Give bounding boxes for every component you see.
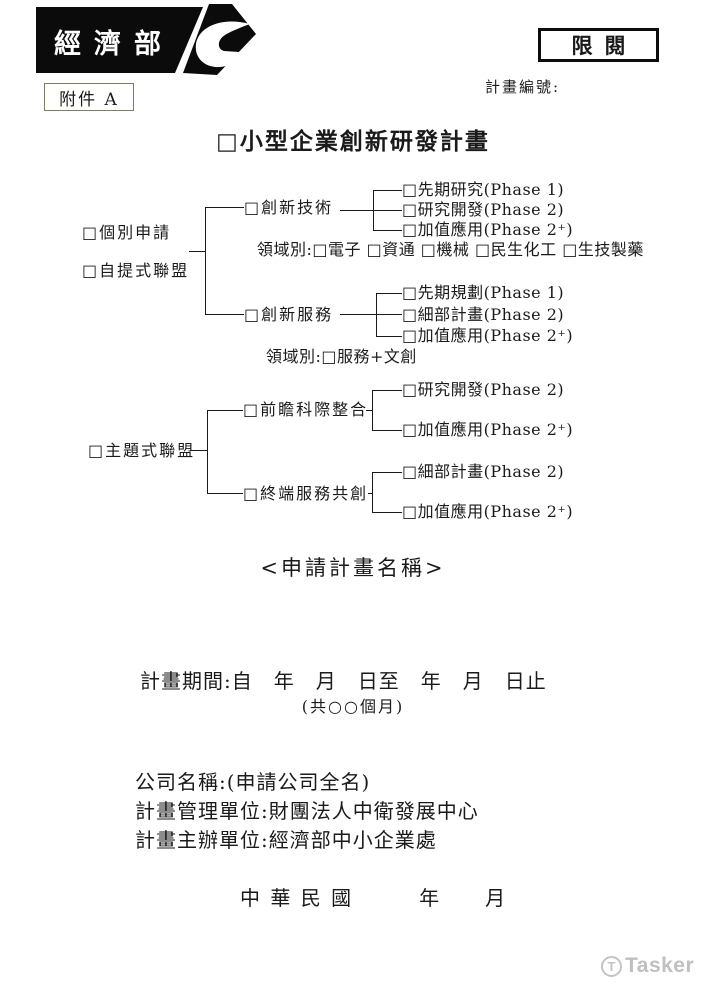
connector-line (372, 472, 373, 513)
connector-line (372, 390, 373, 431)
attachment-a-badge: 附件 A (44, 83, 134, 111)
connector-line (372, 512, 402, 513)
logo-arrow-icon (195, 21, 250, 68)
option-service-phase2[interactable]: □細部計畫(Phase 2) (402, 305, 565, 324)
management-unit-line: 計畫管理單位:財團法人中衛發展中心 (135, 799, 479, 823)
document-title-checkbox[interactable]: □小型企業創新研發計畫 (216, 128, 490, 155)
roc-date-line: 中 華 民 國 年 月 (240, 886, 508, 910)
connector-line (207, 410, 208, 494)
connector-line (373, 190, 374, 231)
connector-line (373, 230, 402, 231)
logo-text: 經濟部 (54, 28, 174, 60)
option-frontier-phase2[interactable]: □研究開發(Phase 2) (402, 380, 565, 399)
option-frontier-phase2plus[interactable]: □加值應用(Phase 2⁺) (402, 420, 574, 439)
option-tech-phase2[interactable]: □研究開發(Phase 2) (402, 200, 565, 219)
connector-line (376, 293, 402, 294)
option-terminal-service-cocreation[interactable]: □終端服務共創 (243, 484, 369, 503)
option-frontier-integration[interactable]: □前瞻科際整合 (243, 400, 369, 419)
option-self-proposed-alliance[interactable]: □自提式聯盟 (82, 261, 190, 280)
option-innovative-technology[interactable]: □創新技術 (244, 198, 334, 217)
restricted-stamp: 限閱 (538, 28, 659, 62)
option-service-phase1[interactable]: □先期規劃(Phase 1) (402, 283, 565, 302)
tasker-watermark: T Tasker (601, 954, 694, 978)
connector-line (372, 430, 402, 431)
connector-line (205, 207, 244, 208)
connector-line (372, 472, 402, 473)
option-terminal-phase2plus[interactable]: □加值應用(Phase 2⁺) (402, 502, 574, 521)
company-name-line: 公司名稱:(申請公司全名) (135, 770, 371, 794)
tech-domain-checkboxes[interactable]: 領域別:□電子 □資通 □機械 □民生化工 □生技製藥 (257, 240, 644, 259)
connector-line (205, 314, 244, 315)
connector-line (340, 210, 402, 211)
option-thematic-alliance[interactable]: □主題式聯盟 (88, 441, 196, 460)
plan-number-label: 計畫編號: (485, 78, 561, 96)
plan-period-line: 計畫期間:自 年 月 日至 年 月 日止 (140, 669, 547, 693)
option-innovative-service[interactable]: □創新服務 (244, 305, 334, 324)
connector-line (190, 450, 208, 451)
company-info-block: 公司名稱:(申請公司全名) 計畫管理單位:財團法人中衛發展中心 計畫主辦單位:經… (135, 768, 479, 855)
organizer-unit-line: 計畫主辦單位:經濟部中小企業處 (135, 828, 437, 852)
connector-line (189, 251, 206, 252)
connector-line (376, 336, 402, 337)
tasker-logo-icon: T (601, 955, 622, 977)
option-tech-phase2plus[interactable]: □加值應用(Phase 2⁺) (402, 220, 574, 239)
connector-line (207, 410, 243, 411)
connector-line (376, 293, 377, 337)
connector-line (207, 493, 243, 494)
connector-line (368, 493, 373, 494)
watermark-text: Tasker (625, 954, 695, 977)
option-service-phase2plus[interactable]: □加值應用(Phase 2⁺) (402, 326, 574, 345)
option-individual-application[interactable]: □個別申請 (82, 223, 172, 242)
service-domain-checkboxes[interactable]: 領域別:□服務+文創 (266, 347, 417, 366)
connector-line (366, 410, 373, 411)
connector-line (372, 390, 402, 391)
plan-name-placeholder: <申請計畫名稱> (260, 556, 446, 580)
option-terminal-phase2[interactable]: □細部計畫(Phase 2) (402, 462, 565, 481)
moea-logo: 經濟部 (36, 4, 256, 75)
logo-flag-shape (36, 7, 203, 73)
option-tech-phase1[interactable]: □先期研究(Phase 1) (402, 180, 565, 199)
connector-line (205, 207, 206, 315)
total-months-note: (共○○個月) (301, 697, 405, 716)
connector-line (340, 314, 402, 315)
connector-line (373, 190, 402, 191)
